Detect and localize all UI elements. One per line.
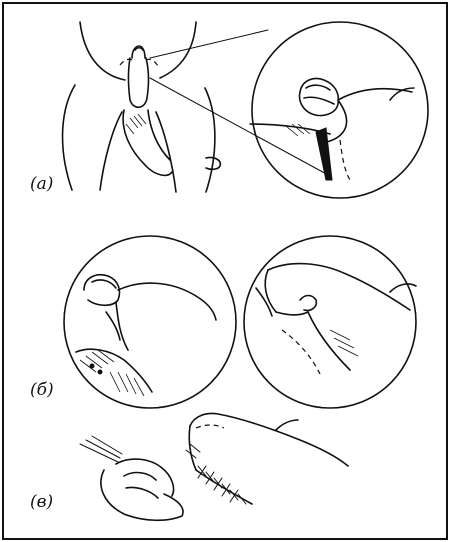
panel-c-drawing: [79, 412, 349, 522]
panel-label-a: (а): [30, 174, 54, 194]
panel-label-c: (в): [30, 492, 54, 512]
panel-label-b: (б): [30, 380, 54, 400]
panel-b-drawing: [63, 235, 417, 409]
panel-a-drawing: [61, 21, 429, 199]
